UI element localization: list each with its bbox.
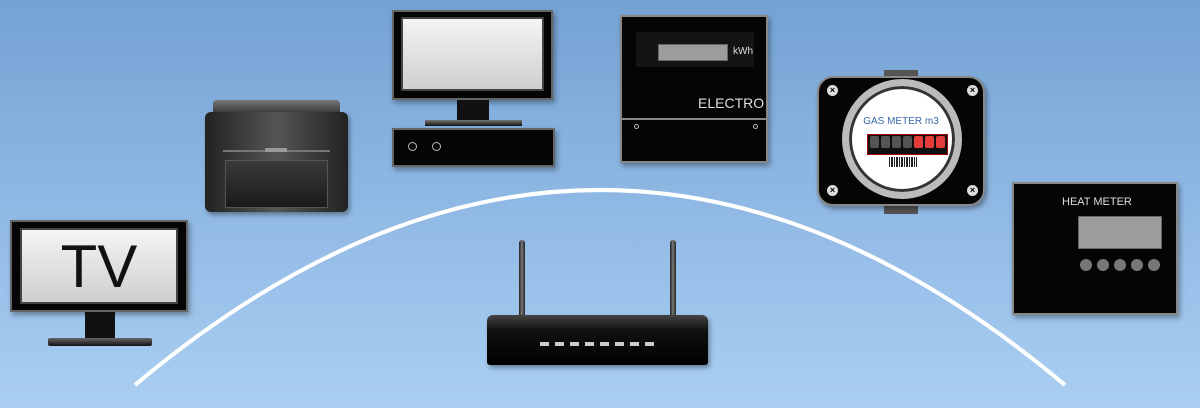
- drive-button-icon: [432, 142, 441, 151]
- computer-case: [392, 128, 555, 167]
- computer-monitor: [392, 10, 553, 100]
- heat-meter-display: [1078, 216, 1162, 249]
- monitor-stand: [457, 100, 489, 120]
- heat-meter: HEAT METER: [1012, 182, 1178, 315]
- play-icon: [1114, 259, 1126, 271]
- tv-base: [48, 338, 152, 346]
- down-arrow-icon: [1148, 259, 1160, 271]
- monitor-base: [425, 120, 522, 126]
- gas-meter-counter: [867, 134, 948, 155]
- electric-meter-unit: kWh: [733, 46, 753, 57]
- gas-meter-label: GAS METER m3: [863, 116, 939, 127]
- up-arrow-icon: [1131, 259, 1143, 271]
- electric-meter-display: [658, 44, 728, 61]
- electric-meter-label: ELECTRO: [698, 95, 765, 111]
- heat-meter-label: HEAT METER: [1062, 196, 1132, 208]
- router-antenna-left: [519, 240, 525, 320]
- router-antenna-right: [670, 240, 676, 320]
- gas-meter: ×× ×× GAS METER m3: [817, 70, 985, 215]
- tv-stand: [85, 312, 115, 338]
- electric-meter: kWh ELECTRO: [620, 15, 768, 163]
- printer-device: [205, 100, 348, 212]
- router-device: [487, 315, 708, 365]
- power-button-icon: [408, 142, 417, 151]
- left-arrow-icon: [1080, 259, 1092, 271]
- barcode: [889, 157, 917, 167]
- right-arrow-icon: [1097, 259, 1109, 271]
- tv-device: TV: [10, 220, 188, 312]
- tv-label: TV: [60, 232, 138, 300]
